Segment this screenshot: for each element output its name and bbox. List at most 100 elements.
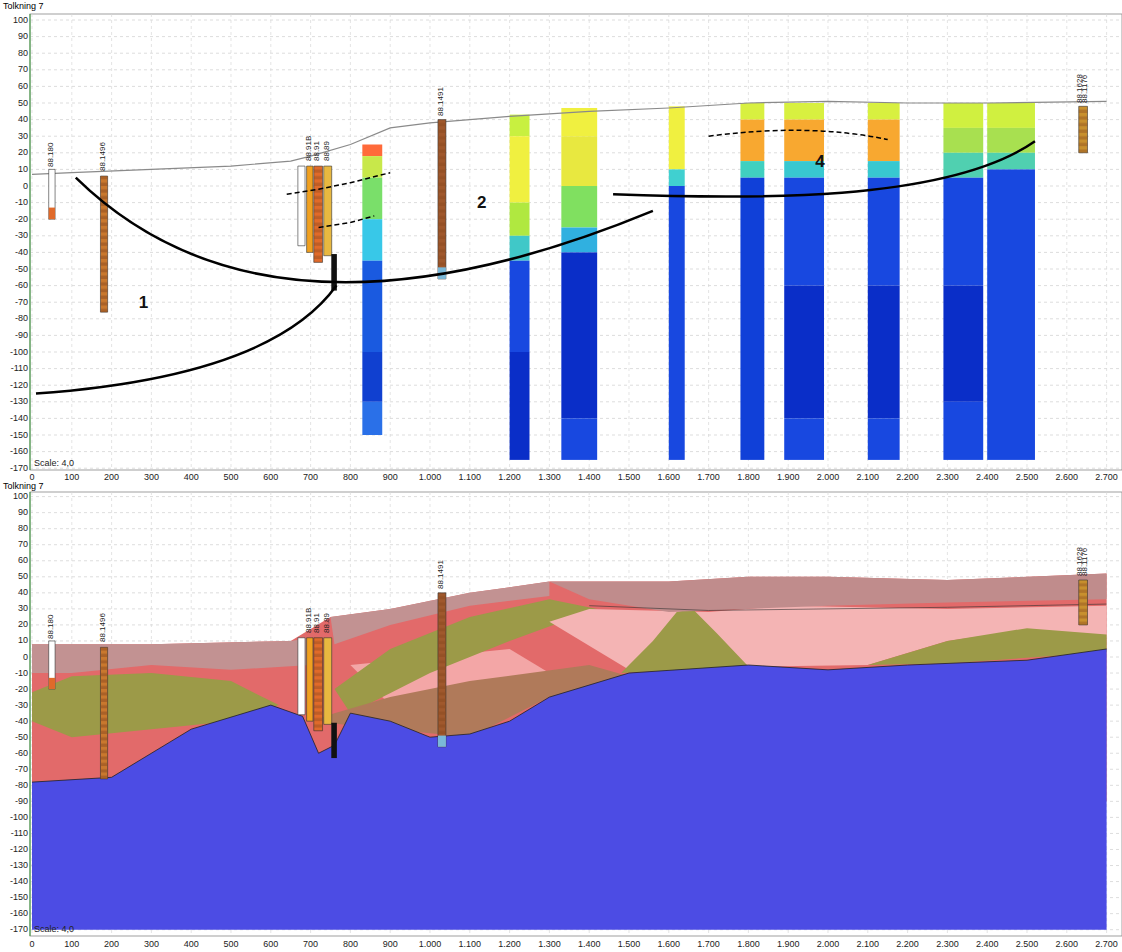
resistivity-band bbox=[784, 103, 824, 120]
axis-tick: -150 bbox=[10, 893, 28, 902]
grid-line bbox=[828, 14, 829, 470]
axis-tick: 1.000 bbox=[419, 473, 442, 482]
axis-tick: -140 bbox=[10, 414, 28, 423]
axis-tick: 2.200 bbox=[896, 473, 919, 482]
resistivity-band bbox=[362, 156, 382, 178]
borehole-id: 88.1491 bbox=[437, 560, 445, 589]
axis-tick: 1.100 bbox=[459, 940, 482, 949]
resistivity-band bbox=[868, 103, 900, 120]
grid-line bbox=[1066, 14, 1067, 470]
resistivity-band bbox=[362, 219, 382, 261]
resistivity-band bbox=[510, 352, 530, 460]
borehole-id: 88.91B bbox=[305, 135, 313, 160]
axis-tick: 1.300 bbox=[538, 473, 561, 482]
axis-tick: 800 bbox=[343, 940, 358, 949]
axis-tick: 1.200 bbox=[498, 473, 521, 482]
axis-tick: 70 bbox=[18, 65, 28, 74]
axis-tick: 1.500 bbox=[618, 473, 641, 482]
axis-tick: 800 bbox=[343, 473, 358, 482]
axis-tick: 1.300 bbox=[538, 940, 561, 949]
borehole-id: 88.91 bbox=[313, 613, 321, 633]
borehole-id: 88.180 bbox=[47, 614, 55, 638]
axis-tick: 50 bbox=[18, 572, 28, 581]
axis-tick: 1.800 bbox=[737, 940, 760, 949]
axis-tick: 1.800 bbox=[737, 473, 760, 482]
borehole-id: 88.91B bbox=[305, 607, 313, 632]
axis-tick: 1.600 bbox=[658, 473, 681, 482]
axis-tick: 400 bbox=[184, 473, 199, 482]
axis-tick: 600 bbox=[263, 473, 278, 482]
resistivity-band bbox=[561, 252, 597, 418]
grid-line bbox=[30, 20, 1122, 21]
axis-tick: 2.100 bbox=[857, 473, 880, 482]
axis-tick: 60 bbox=[18, 556, 28, 565]
grid-line bbox=[270, 14, 271, 470]
axis-tick: 1.200 bbox=[498, 940, 521, 949]
axis-tick: -110 bbox=[11, 829, 28, 838]
borehole-id: 88.91 bbox=[313, 141, 321, 161]
grid-line bbox=[350, 14, 351, 470]
axis-tick: -170 bbox=[10, 464, 28, 473]
axis-tick: 80 bbox=[18, 524, 28, 533]
axis-tick: -30 bbox=[15, 701, 28, 710]
resistivity-band bbox=[561, 186, 597, 228]
grid-line bbox=[430, 14, 431, 470]
grid-line bbox=[151, 14, 152, 470]
axis-tick: 1.700 bbox=[697, 940, 720, 949]
resistivity-band bbox=[669, 169, 685, 186]
axis-tick: -160 bbox=[10, 447, 28, 456]
axis-tick: -150 bbox=[10, 431, 28, 440]
resistivity-band bbox=[868, 161, 900, 178]
axis-tick: 40 bbox=[18, 588, 28, 597]
borehole-id: 88.180 bbox=[47, 143, 55, 167]
axis-tick: 2.700 bbox=[1095, 940, 1118, 949]
axis-tick: -130 bbox=[10, 861, 28, 870]
axis-tick: -40 bbox=[15, 248, 28, 257]
axis-tick: -50 bbox=[15, 265, 28, 274]
axis-tick: -110 bbox=[11, 364, 28, 373]
axis-tick: 400 bbox=[184, 940, 199, 949]
panel-title: Tolkning 7 bbox=[3, 2, 44, 11]
grid-line bbox=[469, 14, 470, 470]
resistivity-band bbox=[943, 128, 983, 153]
borehole-id: 88.89 bbox=[323, 613, 331, 633]
resistivity-band bbox=[987, 128, 1035, 153]
axis-tick: 1.400 bbox=[578, 940, 601, 949]
axis-tick: -80 bbox=[15, 314, 28, 323]
grid-line bbox=[30, 560, 1122, 561]
axis-tick: -140 bbox=[10, 877, 28, 886]
grid-line bbox=[907, 14, 908, 470]
axis-tick: 500 bbox=[223, 940, 238, 949]
axis-tick: 900 bbox=[383, 940, 398, 949]
axis-tick: 90 bbox=[18, 32, 28, 41]
grid-line bbox=[71, 14, 72, 470]
axis-tick: 2.500 bbox=[1016, 473, 1039, 482]
axis-tick: 2.200 bbox=[896, 940, 919, 949]
panel-title: Tolkning 7 bbox=[3, 482, 44, 491]
resistivity-band bbox=[362, 261, 382, 352]
axis-tick: 10 bbox=[18, 165, 28, 174]
callout-number: 4 bbox=[815, 153, 824, 170]
grid-line bbox=[30, 468, 1122, 469]
grid-line bbox=[30, 576, 1122, 577]
axis-tick: -120 bbox=[10, 381, 28, 390]
axis-tick: 2.600 bbox=[1056, 473, 1079, 482]
axis-tick: 90 bbox=[18, 508, 28, 517]
axis-tick: 30 bbox=[18, 604, 28, 613]
resistivity-band bbox=[561, 418, 597, 460]
resistivity-band bbox=[510, 203, 530, 236]
resistivity-band bbox=[669, 186, 685, 460]
resistivity-band bbox=[362, 402, 382, 435]
axis-tick: 100 bbox=[64, 940, 79, 949]
resistivity-band bbox=[510, 136, 530, 202]
axis-tick: 900 bbox=[383, 473, 398, 482]
grid-line bbox=[30, 496, 1122, 497]
axis-tick: 40 bbox=[18, 115, 28, 124]
axis-tick: 0 bbox=[23, 182, 28, 191]
axis-tick: 2.400 bbox=[976, 940, 999, 949]
resistivity-band bbox=[362, 145, 382, 157]
axis-tick: 1.500 bbox=[618, 940, 641, 949]
axis-tick: 300 bbox=[144, 473, 159, 482]
axis-tick: 100 bbox=[13, 16, 28, 25]
axis-tick: -20 bbox=[15, 215, 28, 224]
